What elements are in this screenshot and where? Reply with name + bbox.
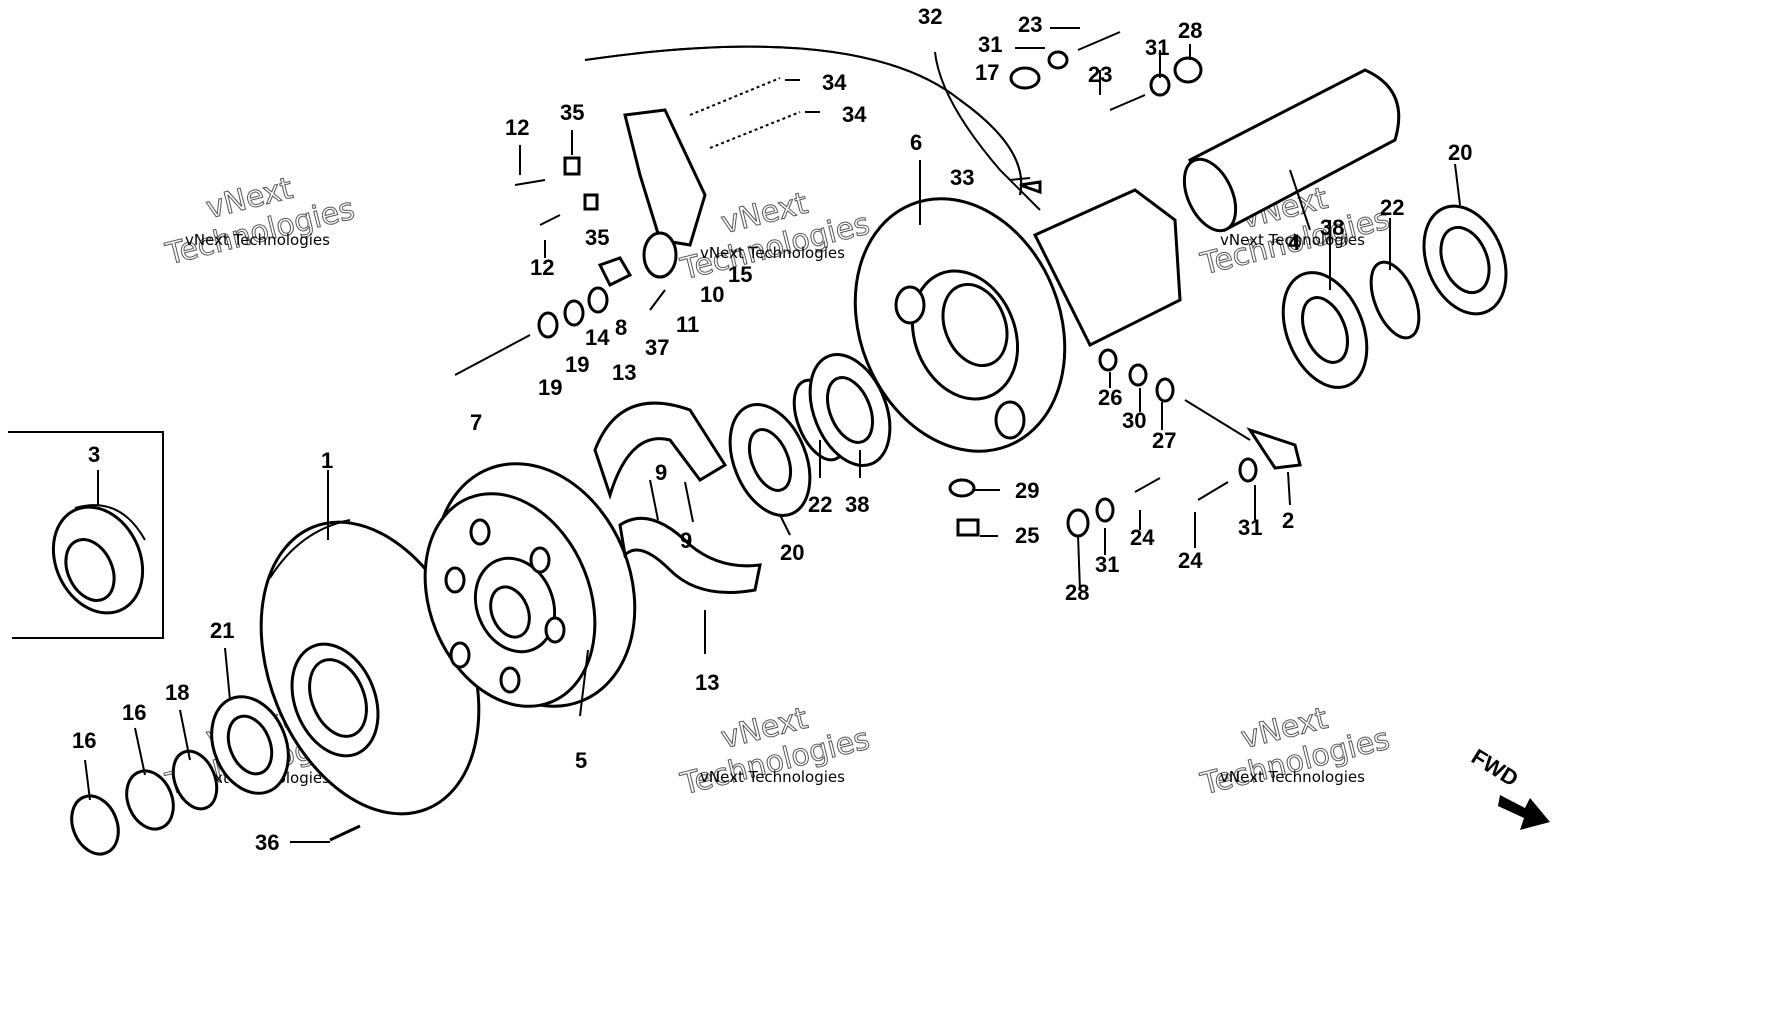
label-part-2: 2	[1282, 508, 1294, 533]
watermark-1-text: vNext Technologies	[185, 231, 330, 249]
label-part-20-center: 20	[780, 540, 804, 565]
label-part-16b: 16	[72, 728, 96, 753]
part-13-brake-shoes	[593, 401, 762, 594]
label-part-5: 5	[575, 748, 587, 773]
watermark-5-text: vNext Technologies	[700, 768, 845, 786]
label-part-37: 37	[645, 335, 669, 360]
label-part-10: 10	[700, 282, 724, 307]
label-part-21: 21	[210, 618, 234, 643]
watermark-2-text: vNext Technologies	[700, 244, 845, 262]
small-fasteners	[70, 31, 1302, 856]
label-part-23a: 23	[1018, 12, 1042, 37]
label-part-23b: 23	[1088, 62, 1112, 87]
label-part-27: 27	[1152, 428, 1176, 453]
label-part-31c: 31	[1095, 552, 1119, 577]
label-part-14: 14	[585, 325, 610, 350]
label-part-30: 30	[1122, 408, 1146, 433]
part-4-axle-tube	[1182, 68, 1401, 233]
part-3-inset	[8, 431, 164, 639]
label-part-17: 17	[975, 60, 999, 85]
part-6-brake-panel	[853, 188, 1182, 453]
label-part-18: 18	[165, 680, 189, 705]
watermark-1: vNext Technologies	[161, 170, 358, 273]
label-part-28a: 28	[1178, 18, 1202, 43]
label-part-9b: 9	[680, 528, 692, 553]
leader-lines	[84, 27, 1461, 843]
label-part-31d: 31	[1238, 515, 1262, 540]
label-part-19a: 19	[538, 375, 562, 400]
label-part-20-right: 20	[1448, 140, 1472, 165]
label-part-28b: 28	[1065, 580, 1089, 605]
label-part-26: 26	[1098, 385, 1122, 410]
label-part-16a: 16	[122, 700, 146, 725]
label-part-25: 25	[1015, 523, 1039, 548]
label-part-1: 1	[321, 448, 333, 473]
label-part-32: 32	[918, 4, 942, 29]
label-part-6: 6	[910, 130, 922, 155]
part-20-22-38-bearings	[728, 353, 892, 517]
label-part-29: 29	[1015, 478, 1039, 503]
fwd-label: FWD	[1467, 744, 1523, 792]
label-part-13-upper: 13	[612, 360, 636, 385]
label-part-9a: 9	[655, 460, 667, 485]
label-part-19b: 19	[565, 352, 589, 377]
fwd-arrow-icon: FWD	[1467, 744, 1550, 830]
label-part-35b: 35	[585, 225, 609, 250]
label-part-34a: 34	[822, 70, 847, 95]
label-part-8: 8	[615, 315, 627, 340]
label-part-12a: 12	[505, 115, 529, 140]
label-part-24a: 24	[1130, 525, 1155, 550]
label-part-13-lower: 13	[695, 670, 719, 695]
label-part-35a: 35	[560, 100, 584, 125]
label-part-38-right: 38	[1320, 215, 1344, 240]
label-part-33: 33	[950, 165, 974, 190]
label-part-3: 3	[88, 442, 100, 467]
label-part-12b: 12	[530, 255, 554, 280]
part-5-hub	[423, 462, 637, 708]
label-part-31a: 31	[978, 32, 1002, 57]
watermark-3-text: vNext Technologies	[1220, 231, 1365, 249]
label-part-11: 11	[676, 312, 699, 337]
label-part-7: 7	[470, 410, 482, 435]
label-part-4: 4	[1288, 230, 1301, 255]
part-labels: 3 1 21 18 16 16 36 5 13 13 9 9 20 22 38 …	[72, 4, 1472, 855]
label-part-22-right: 22	[1380, 195, 1404, 220]
label-part-31b: 31	[1145, 35, 1169, 60]
label-part-34b: 34	[842, 102, 867, 127]
label-part-36: 36	[255, 830, 279, 855]
label-part-38-center: 38	[845, 492, 869, 517]
part-20-22-38-right	[1281, 204, 1508, 389]
label-part-24b: 24	[1178, 548, 1203, 573]
label-part-15: 15	[728, 262, 752, 287]
watermark-6-text: vNext Technologies	[1220, 768, 1365, 786]
label-part-22-center: 22	[808, 492, 832, 517]
